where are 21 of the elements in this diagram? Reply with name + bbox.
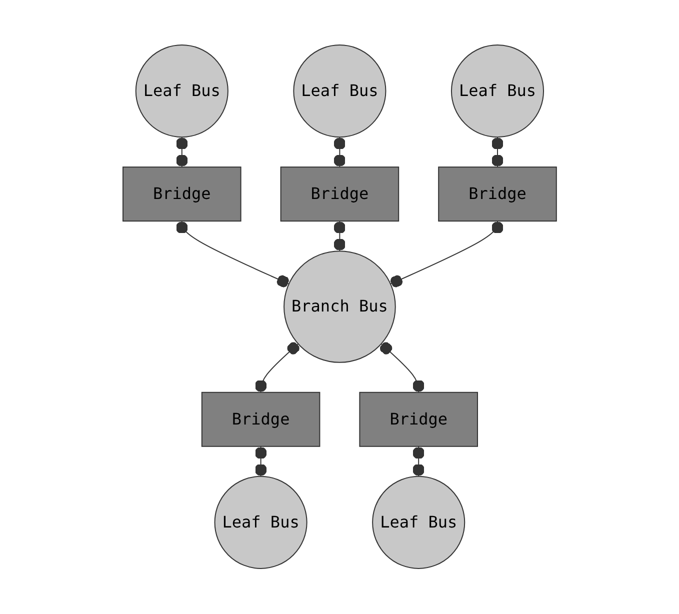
connector bbox=[176, 136, 188, 168]
node-circle: Leaf Bus bbox=[214, 476, 308, 570]
node-box: Bridge bbox=[280, 166, 399, 222]
node-circle: Leaf Bus bbox=[372, 476, 465, 570]
node-box: Bridge bbox=[122, 166, 242, 222]
node-circle: Leaf Bus bbox=[292, 44, 386, 138]
node-circle: Leaf Bus bbox=[135, 44, 228, 138]
connector bbox=[491, 136, 504, 168]
connector bbox=[412, 446, 424, 478]
connector bbox=[333, 136, 346, 168]
node-circle: Leaf Bus bbox=[450, 44, 544, 138]
node-box: Bridge bbox=[201, 392, 320, 448]
connector bbox=[176, 220, 290, 288]
node-circle: Branch Bus bbox=[283, 250, 396, 364]
connector bbox=[254, 446, 267, 478]
connector bbox=[380, 342, 424, 394]
connector bbox=[333, 220, 346, 252]
connector bbox=[254, 342, 300, 394]
connector bbox=[390, 220, 504, 288]
node-box: Bridge bbox=[359, 392, 478, 448]
node-box: Bridge bbox=[438, 166, 557, 222]
